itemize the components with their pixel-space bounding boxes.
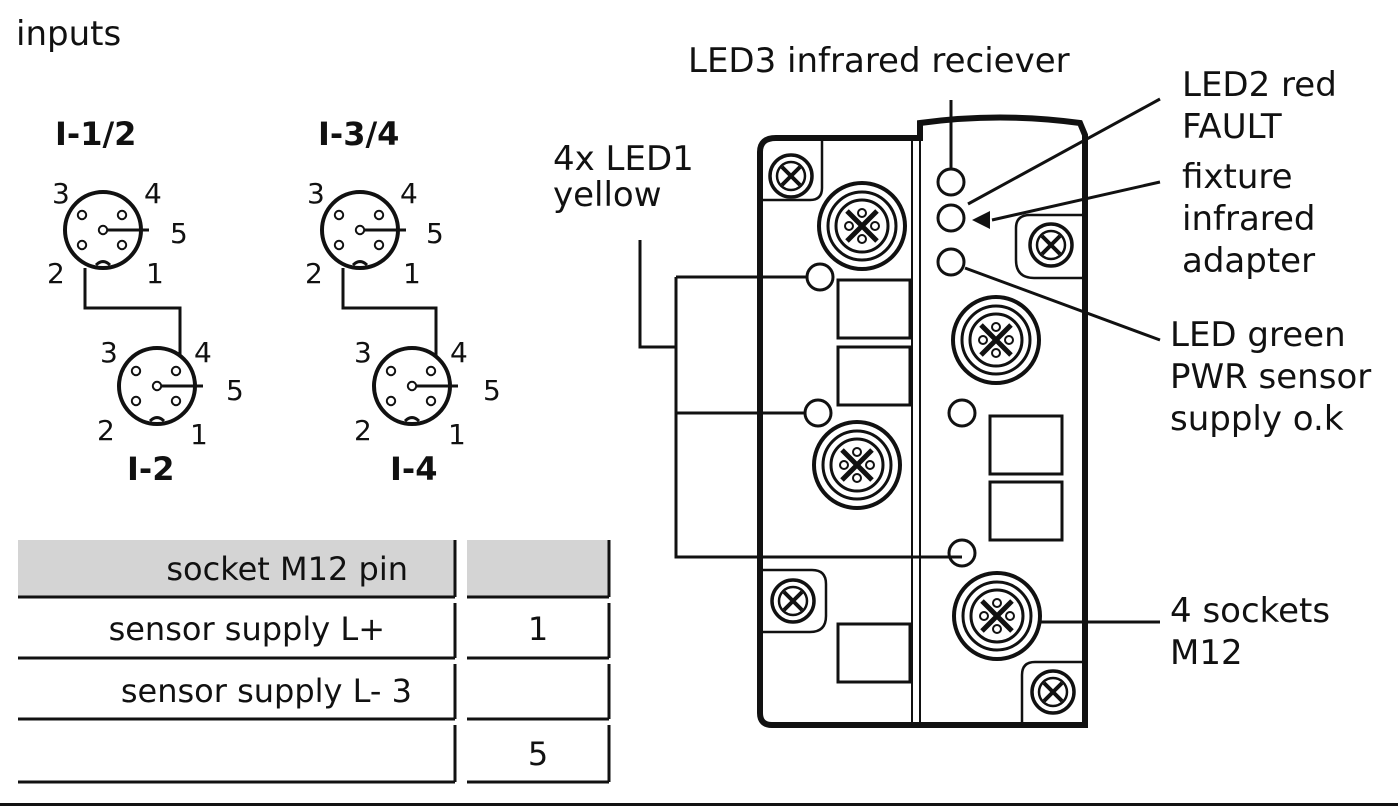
m12-connector-icon: [372, 346, 460, 426]
table-header-cell: [18, 540, 455, 597]
pin-label-1: 1: [146, 257, 164, 290]
pin-label-3: 3: [354, 336, 372, 369]
led3-label: LED3 infrared reciever: [688, 41, 1070, 81]
m12-connector-icon: [117, 346, 205, 426]
led3-infrared-icon: [936, 167, 966, 197]
pin-label-4: 4: [400, 177, 418, 210]
pin-label-5: 5: [170, 217, 188, 250]
led1-label-color: yellow: [553, 175, 662, 215]
connector-label-i-3-4: I-3/4: [318, 115, 399, 153]
label-window: [836, 622, 912, 684]
label-window: [836, 278, 912, 340]
pin-label-4: 4: [194, 336, 212, 369]
table-row-value: 1: [528, 610, 548, 648]
pin-label-2: 2: [305, 257, 323, 290]
label-window: [836, 345, 912, 407]
pin-label-5: 5: [483, 374, 501, 407]
fixture-label-infrared: infrared: [1182, 199, 1316, 239]
m12-socket-icon: [954, 573, 1040, 659]
led2-label: LED2 red: [1182, 65, 1337, 105]
pwr-label-sensor: PWR sensor: [1170, 357, 1371, 397]
table-row-value: 5: [528, 735, 548, 773]
m12-socket-icon: [814, 422, 900, 508]
connector-label-i-2: I-2: [127, 450, 174, 488]
wire-line: [341, 268, 438, 372]
connector-label-i-4: I-4: [390, 450, 437, 488]
device-module: [757, 114, 1088, 728]
label-window: [988, 414, 1064, 476]
pin-label-3: 3: [307, 177, 325, 210]
pin-label-5: 5: [226, 374, 244, 407]
table-row-label: sensor supply L- 3: [121, 672, 412, 710]
pin-label-4: 4: [144, 177, 162, 210]
pin-label-3: 3: [52, 177, 70, 210]
m12-socket-icon: [953, 297, 1039, 383]
screw-icon: [1028, 222, 1074, 268]
fixture-label: fixture: [1182, 157, 1293, 197]
led2-label-fault: FAULT: [1182, 107, 1282, 147]
connector-group-1: I-1/2 3 4 5 2 1 3 4 5 2 1 I-2: [47, 115, 244, 488]
pin-label-2: 2: [97, 414, 115, 447]
pin-label-4: 4: [450, 336, 468, 369]
led-pwr-icon: [936, 247, 966, 277]
m12-socket-icon: [819, 183, 905, 269]
fixture-arrow-icon: [972, 211, 990, 229]
page-title: inputs: [16, 14, 121, 54]
led1-yellow-icon: [803, 398, 833, 428]
pin-label-2: 2: [354, 414, 372, 447]
fixture-label-adapter: adapter: [1182, 241, 1315, 281]
screw-icon: [770, 578, 816, 624]
table-row-label: sensor supply L+: [109, 610, 385, 648]
pin-label-5: 5: [426, 217, 444, 250]
pin-label-1: 1: [403, 257, 421, 290]
pin-label-1: 1: [448, 418, 466, 451]
led1-yellow-icon: [947, 538, 977, 568]
label-window: [988, 480, 1064, 542]
pin-table: socket M12 pin sensor supply L+ 1 sensor…: [18, 540, 611, 784]
leader-lines: [638, 97, 1161, 624]
table-header: socket M12 pin: [166, 550, 408, 588]
connector-group-2: I-3/4 3 4 5 2 1 3 4 5 2 1 I-4: [305, 115, 501, 488]
wire-line: [83, 268, 182, 372]
pin-label-3: 3: [100, 336, 118, 369]
pwr-label-supply: supply o.k: [1170, 399, 1344, 439]
screw-icon: [768, 153, 814, 199]
pin-label-2: 2: [47, 257, 65, 290]
led1-yellow-icon: [805, 262, 835, 292]
m12-connector-icon: [63, 190, 151, 270]
screw-icon: [1030, 669, 1076, 715]
m12-connector-icon: [320, 190, 408, 270]
led2-fault-icon: [936, 203, 966, 233]
pwr-label: LED green: [1170, 315, 1346, 355]
led1-label: 4x LED1: [553, 139, 694, 179]
device-labels: LED3 infrared reciever 4x LED1 yellow LE…: [553, 41, 1371, 673]
sockets-label-m12: M12: [1170, 633, 1243, 673]
led1-yellow-icon: [947, 398, 977, 428]
pin-label-1: 1: [190, 418, 208, 451]
connector-label-i-1-2: I-1/2: [55, 115, 136, 153]
sockets-label: 4 sockets: [1170, 591, 1330, 631]
table-header-cell: [467, 540, 609, 597]
